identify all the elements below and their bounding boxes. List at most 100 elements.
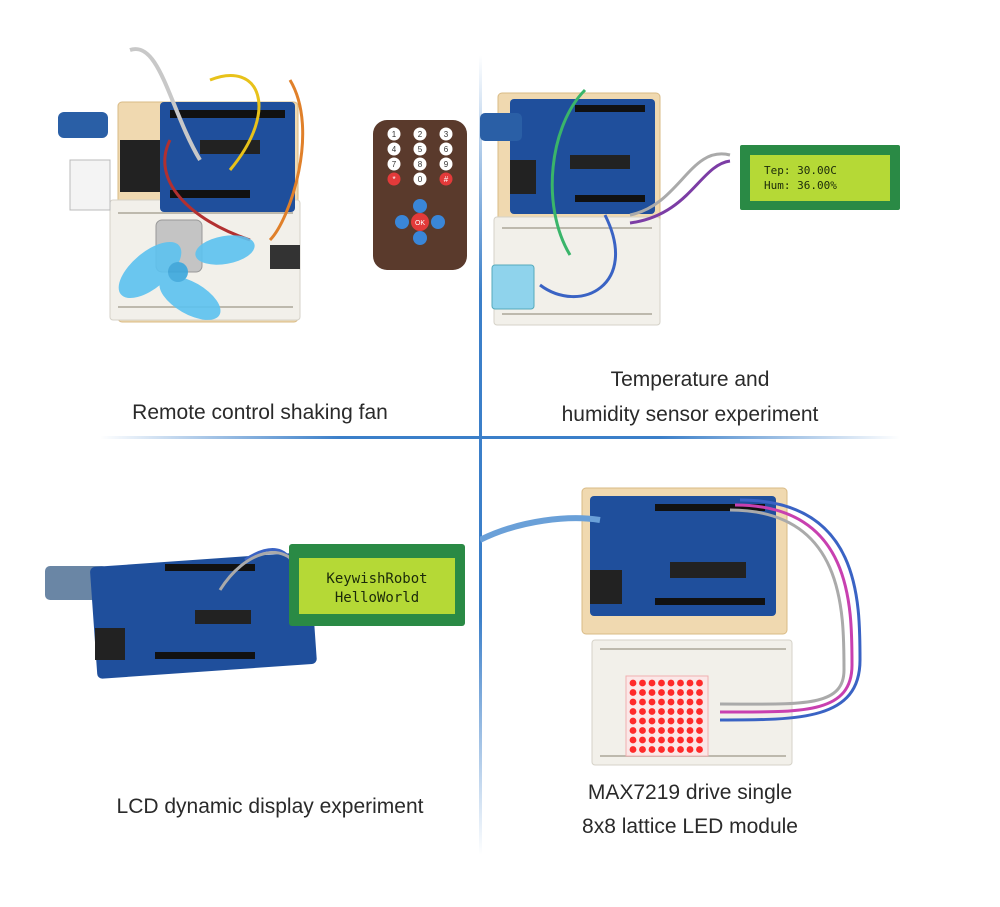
- led-dot: [667, 746, 675, 753]
- temperature-project-photo: Tep: 30.00C Hum: 36.00%: [480, 88, 900, 326]
- remote-key[interactable]: [413, 142, 427, 156]
- led-dot: [639, 689, 646, 696]
- remote-key[interactable]: [413, 172, 427, 186]
- remote-key-label: #: [444, 175, 449, 184]
- led-dot: [658, 679, 665, 687]
- lcd-line-2: HelloWorld: [335, 590, 419, 606]
- caption-temperature-1: Temperature and: [610, 368, 770, 391]
- dht11-sensor: [491, 264, 535, 310]
- led-dot: [639, 727, 646, 734]
- led-dot: [696, 736, 703, 744]
- led-dot: [686, 727, 694, 734]
- arrow-keys[interactable]: [395, 199, 445, 245]
- remote-key[interactable]: [387, 172, 401, 186]
- led-dot: [648, 717, 656, 725]
- led-dot: [648, 746, 656, 753]
- led-dot: [648, 736, 656, 744]
- led-dot: [696, 679, 703, 687]
- horizontal-divider: [100, 436, 900, 439]
- remote-key[interactable]: [413, 127, 427, 141]
- led-dot: [667, 736, 675, 744]
- led-dot: [658, 689, 665, 696]
- remote-key-label: 9: [444, 160, 449, 169]
- fan-project-photo: [58, 47, 305, 323]
- ir-receiver: [270, 245, 300, 269]
- led-dot: [658, 708, 665, 715]
- led-dot: [658, 736, 665, 744]
- remote-key[interactable]: [387, 157, 401, 171]
- led-dot: [648, 708, 656, 715]
- led-dot: [639, 679, 646, 687]
- remote-key[interactable]: [387, 142, 401, 156]
- led-dot: [629, 698, 637, 706]
- remote-key[interactable]: [387, 127, 401, 141]
- led-dot: [629, 727, 637, 734]
- ok-label: OK: [415, 220, 425, 227]
- led-dot: [686, 746, 694, 753]
- led-dot: [677, 708, 684, 715]
- led-dot: [639, 736, 646, 744]
- arduino-board: [590, 496, 776, 616]
- led-dot: [696, 689, 703, 696]
- led-dot: [639, 698, 646, 706]
- led-dot: [629, 708, 637, 715]
- led-dot: [677, 727, 684, 734]
- led-dot: [686, 689, 694, 696]
- remote-key[interactable]: [413, 157, 427, 171]
- led-dot: [686, 736, 694, 744]
- arduino-board: [160, 102, 295, 212]
- led-dot: [667, 679, 675, 687]
- remote-key-label: 6: [444, 145, 449, 154]
- led-dot: [658, 717, 665, 725]
- remote-key-label: 2: [418, 130, 423, 139]
- lcd-screen: [299, 558, 455, 614]
- led-dots: [629, 679, 703, 753]
- led-dot: [677, 717, 684, 725]
- ok-button[interactable]: [411, 213, 429, 231]
- lcd-line-1: Tep: 30.00C: [764, 164, 837, 177]
- led-dot: [696, 727, 703, 734]
- led-dot: [667, 689, 675, 696]
- remote-key[interactable]: [439, 127, 453, 141]
- remote-key[interactable]: [439, 157, 453, 171]
- remote-key-label: *: [392, 175, 395, 184]
- led-dot: [677, 698, 684, 706]
- led-dot: [639, 746, 646, 753]
- caption-lcd: LCD dynamic display experiment: [116, 795, 424, 818]
- led-dot: [686, 717, 694, 725]
- led-dot: [686, 679, 694, 687]
- lcd-project-photo: KeywishRobot HelloWorld: [45, 544, 465, 679]
- led-dot: [696, 717, 703, 725]
- remote-key-label: 0: [418, 175, 423, 184]
- led-dot: [667, 698, 675, 706]
- led-dot: [639, 708, 646, 715]
- led-matrix-project-photo: [480, 487, 862, 766]
- vertical-divider: [479, 55, 482, 855]
- led-dot: [629, 746, 637, 753]
- led-dot: [658, 746, 665, 753]
- fan-blades: [118, 235, 255, 320]
- remote-key[interactable]: [439, 142, 453, 156]
- usb-cable: [480, 515, 601, 543]
- led-dot: [696, 746, 703, 753]
- led-dot: [677, 746, 684, 753]
- caption-led-2: 8x8 lattice LED module: [582, 815, 798, 838]
- led-dot: [629, 736, 637, 744]
- led-dot: [667, 708, 675, 715]
- remote-key-label: 5: [418, 145, 423, 154]
- lcd-line-2: Hum: 36.00%: [764, 179, 837, 192]
- led-dot: [629, 679, 637, 687]
- led-dot: [677, 736, 684, 744]
- led-dot: [677, 679, 684, 687]
- led-dot: [658, 698, 665, 706]
- led-dot: [696, 708, 703, 715]
- usb-cable: [58, 112, 108, 138]
- led-dot: [667, 717, 675, 725]
- led-dot: [648, 727, 656, 734]
- remote-key[interactable]: [439, 172, 453, 186]
- led-dot: [629, 717, 637, 725]
- led-dot: [658, 727, 665, 734]
- led-dot: [667, 727, 675, 734]
